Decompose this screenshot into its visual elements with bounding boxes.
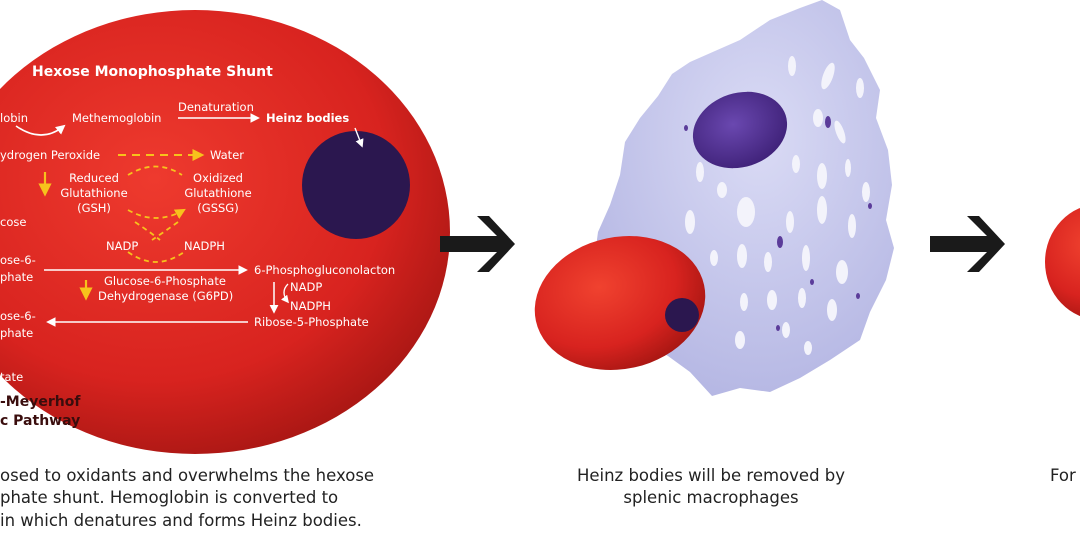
nadph-label: NADPH [184,239,225,253]
gsh-gssg-cycle-top [127,165,183,176]
hemoglobin-to-methemoglobin-arrow [15,124,66,136]
ribulose-line2: phate [0,326,33,340]
glucose-label: cose [0,215,26,229]
reduced-glutathione-line3: (GSH) [77,201,111,215]
panel-2-caption-line1: Heinz bodies will be removed by [577,466,845,485]
macrophage-granules [684,116,872,331]
cycle-cross-right [151,221,179,241]
cycle-cross-left [134,221,161,241]
panel-1-caption-line1: osed to oxidants and overwhelms the hexo… [0,466,374,485]
ribose-5-phosphate-label: Ribose-5-Phosphate [254,315,369,329]
glucose-6-phosphate-line1: ose-6- [0,253,36,267]
nadp-reduce-curve [281,283,289,304]
large-red-blood-cell [0,10,450,454]
macrophage-nucleus [692,91,788,169]
hmp-shunt-title: Hexose Monophosphate Shunt [32,64,273,80]
panel-2-macrophage [534,0,894,396]
panel-1-caption-line3: in which denatures and forms Heinz bodie… [0,511,362,530]
nadp-label: NADP [106,239,138,253]
process-arrow-2 [930,216,1005,272]
lactate-label: tate [0,370,23,384]
nadp-cycle [127,251,185,263]
panel-3-red-blood-cell [1045,207,1080,317]
ribulose-line1: ose-6- [0,309,36,323]
process-arrow-1 [440,216,515,272]
panel-3-caption-line1: For [1050,466,1076,485]
oxidized-glutathione-line3: (GSSG) [197,201,238,215]
methemoglobin-label: Methemoglobin [72,111,161,125]
heinz-pointer-arrow [354,127,364,148]
g6pd-line1: Glucose-6-Phosphate [104,274,226,288]
hydrogen-peroxide-label: ydrogen Peroxide [0,148,100,162]
hemoglobin-label: lobin [0,111,28,125]
reduced-glutathione-line1: Reduced [69,171,119,185]
oxidized-glutathione-line1: Oxidized [193,171,243,185]
reduced-glutathione-line2: Glutathione [60,186,127,200]
glucose-6-phosphate-line2: phate [0,270,33,284]
water-label: Water [210,148,244,162]
gsh-gssg-cycle-bottom [127,208,186,219]
heinz-bodies-label: Heinz bodies [266,111,349,125]
macrophage-vacuoles [685,56,870,355]
denaturation-label: Denaturation [178,100,254,114]
phosphogluconolacton-label: 6-Phosphogluconolacton [254,263,395,277]
nadp-right-label: NADP [290,280,322,294]
g6pd-line2: Dehydrogenase (G6PD) [98,289,233,303]
small-red-blood-cell [534,236,706,370]
pathway-line2: c Pathway [0,413,80,429]
panel-1-caption-line2: phate shunt. Hemoglobin is converted to [0,488,338,507]
oxidized-glutathione-line2: Glutathione [184,186,251,200]
nadph-right-label: NADPH [290,299,331,313]
pathway-line1: -Meyerhof [0,394,81,410]
heinz-body-small [665,298,699,332]
panel-2-caption-line2: splenic macrophages [623,488,798,507]
panel-1-rbc: Hexose Monophosphate Shunt lobin Methemo… [0,10,450,454]
heinz-body-large [302,131,410,239]
